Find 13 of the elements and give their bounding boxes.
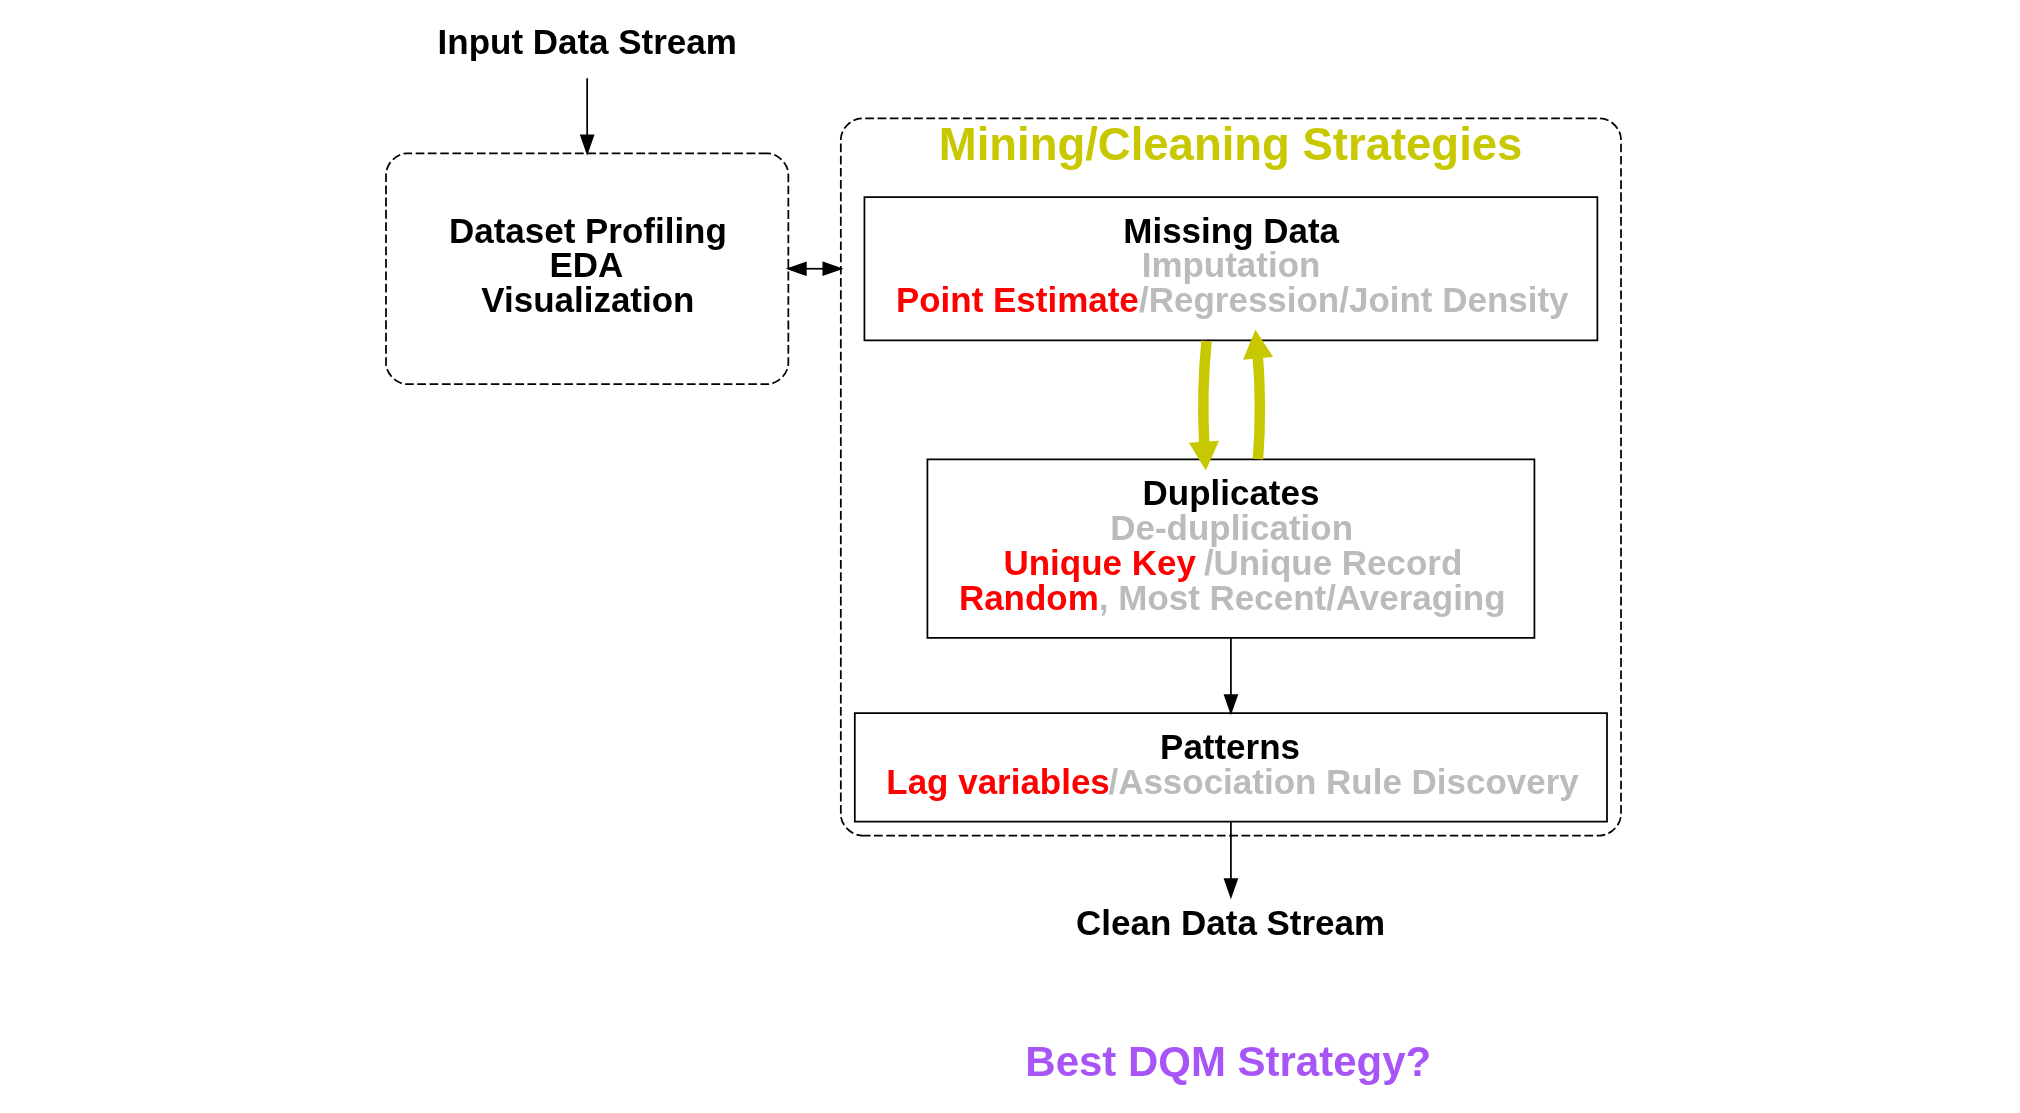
label: Best DQM Strategy?: [1024, 1037, 1431, 1085]
node-box: Dataset Profiling EDA Visualization: [384, 152, 789, 386]
arrow: [579, 77, 595, 156]
node-box: Missing Data Imputation Point Estimate/Regression/Joint Density: [863, 196, 1598, 342]
arrow: [1223, 637, 1238, 716]
arrow: [1242, 329, 1273, 460]
node-box: Duplicates De-duplication Unique Key /Unique Record Random, Most Recent/Averaging: [926, 458, 1535, 639]
arrow: [1188, 340, 1219, 471]
node-text: Input Data Stream: [437, 21, 737, 61]
arrow: [1223, 821, 1238, 900]
node-box: Patterns Lag variables/Association Rule Discovery: [853, 712, 1608, 823]
node-text: Clean Data Stream: [1075, 903, 1385, 943]
arrow: [785, 261, 843, 277]
